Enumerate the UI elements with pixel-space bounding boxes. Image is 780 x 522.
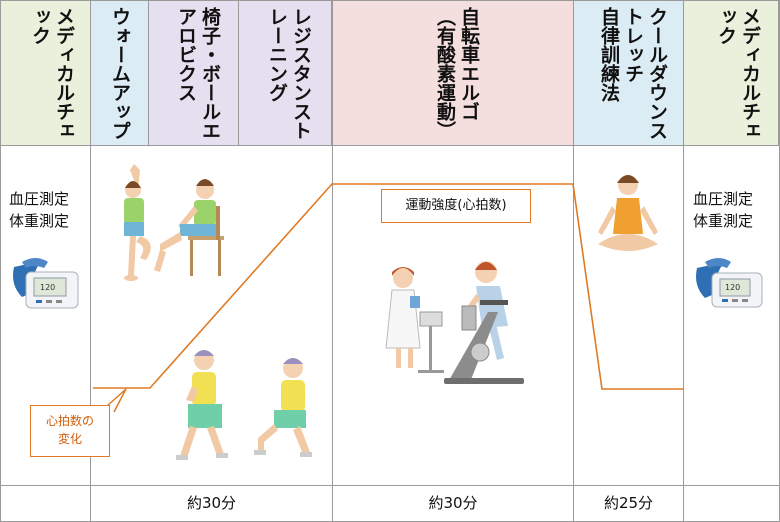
header-medical-check-right: メディカルチェック	[684, 1, 779, 145]
outer-border-left	[0, 0, 1, 522]
header-warm-up-text: ウォームアップ	[109, 7, 131, 140]
medical-right-line1: 血圧測定	[693, 190, 754, 208]
svg-text:120: 120	[725, 283, 740, 292]
header-bike-text: 自転車エルゴ（有酸素運動）	[434, 7, 480, 140]
cooldown-duration: 約25分	[603, 494, 654, 512]
blood-pressure-monitor-icon-left: 120	[13, 258, 79, 309]
medical-left-line2: 体重測定	[9, 212, 70, 230]
medical-left-line1: 血圧測定	[9, 190, 70, 208]
meditation-woman-icon	[598, 175, 658, 251]
warmup-duration: 約30分	[186, 494, 237, 512]
header-resistance-text: レジスタンストレーニング	[266, 7, 312, 140]
bike-duration: 約30分	[428, 494, 478, 512]
outer-border-top	[0, 0, 780, 1]
stretching-woman-icon	[124, 164, 151, 281]
header-chair-ball: 椅子・ボールエアロビクス	[149, 1, 239, 145]
header-cooldown-text2: 自律訓練法	[598, 7, 620, 102]
col-divider-3	[573, 0, 574, 522]
intensity-label: 運動強度(心拍数)	[381, 189, 531, 223]
nurse-icon	[385, 267, 421, 368]
heart-rate-change-line2: 変化	[57, 432, 82, 446]
header-cooldown-text: クールダウンストレッチ	[621, 7, 669, 145]
header-cooldown: クールダウンストレッチ 自律訓練法	[574, 1, 684, 145]
medical-left-text: 血圧測定 体重測定	[9, 188, 69, 232]
header-cooldown-line1: クールダウンストレッチ	[622, 7, 668, 140]
blood-pressure-monitor-icon-right: 120	[696, 258, 763, 308]
svg-text:120: 120	[40, 283, 55, 292]
header-warm-up: ウォームアップ	[91, 1, 149, 145]
header-bike: 自転車エルゴ（有酸素運動）	[332, 1, 574, 145]
chair-aerobics-woman-icon	[154, 179, 224, 276]
exercise-bike-icon	[444, 300, 524, 384]
header-chair-ball-text: 椅子・ボールエアロビクス	[175, 7, 221, 140]
heart-rate-change-callout: 心拍数の 変化	[30, 405, 110, 457]
header-medical-check-right-text: メディカルチェック	[715, 7, 761, 140]
col-divider-2	[332, 0, 333, 522]
col-divider-4	[683, 0, 684, 522]
header-resistance: レジスタンストレーニング	[239, 1, 332, 145]
header-medical-check-left: メディカルチェック	[1, 1, 91, 145]
callout-pointer	[105, 388, 127, 413]
medical-right-line2: 体重測定	[693, 212, 754, 230]
col-divider-1	[90, 0, 91, 522]
heart-rate-change-line1: 心拍数の	[45, 414, 94, 428]
resistance-training-man-2-icon	[254, 358, 312, 457]
monitor-stand-icon	[418, 311, 444, 373]
header-divider	[0, 145, 780, 146]
resistance-training-man-1-icon	[176, 350, 228, 460]
footer-divider	[0, 485, 780, 486]
header-medical-check-left-text: メディカルチェック	[29, 7, 75, 140]
heart-rate-line	[93, 183, 683, 390]
medical-right-text: 血圧測定 体重測定	[693, 188, 753, 232]
